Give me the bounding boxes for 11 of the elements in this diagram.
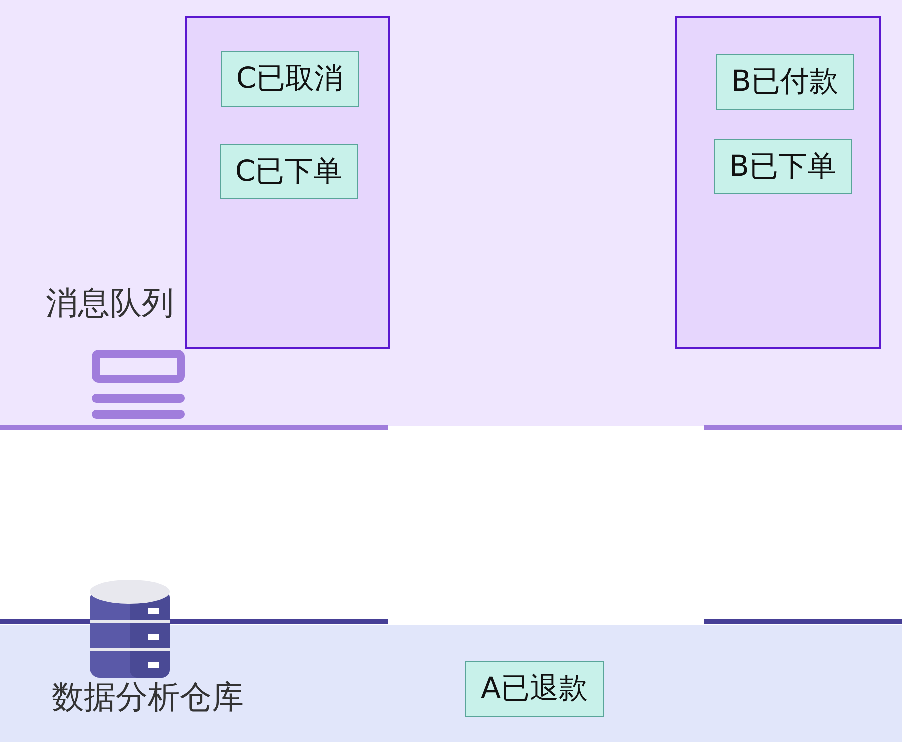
band bbox=[0, 0, 902, 426]
column-box bbox=[675, 16, 881, 349]
message-tag: B已下单 bbox=[714, 139, 852, 194]
band-heading: 消息队列 bbox=[46, 283, 174, 324]
message-tag: C已下单 bbox=[220, 144, 358, 199]
band bbox=[0, 625, 902, 742]
message-tag: B已付款 bbox=[716, 54, 854, 110]
message-tag: C已取消 bbox=[221, 51, 359, 107]
band-heading: 数据分析仓库 bbox=[52, 677, 244, 718]
message-tag: A已退款 bbox=[465, 661, 604, 717]
column-box bbox=[185, 16, 390, 349]
